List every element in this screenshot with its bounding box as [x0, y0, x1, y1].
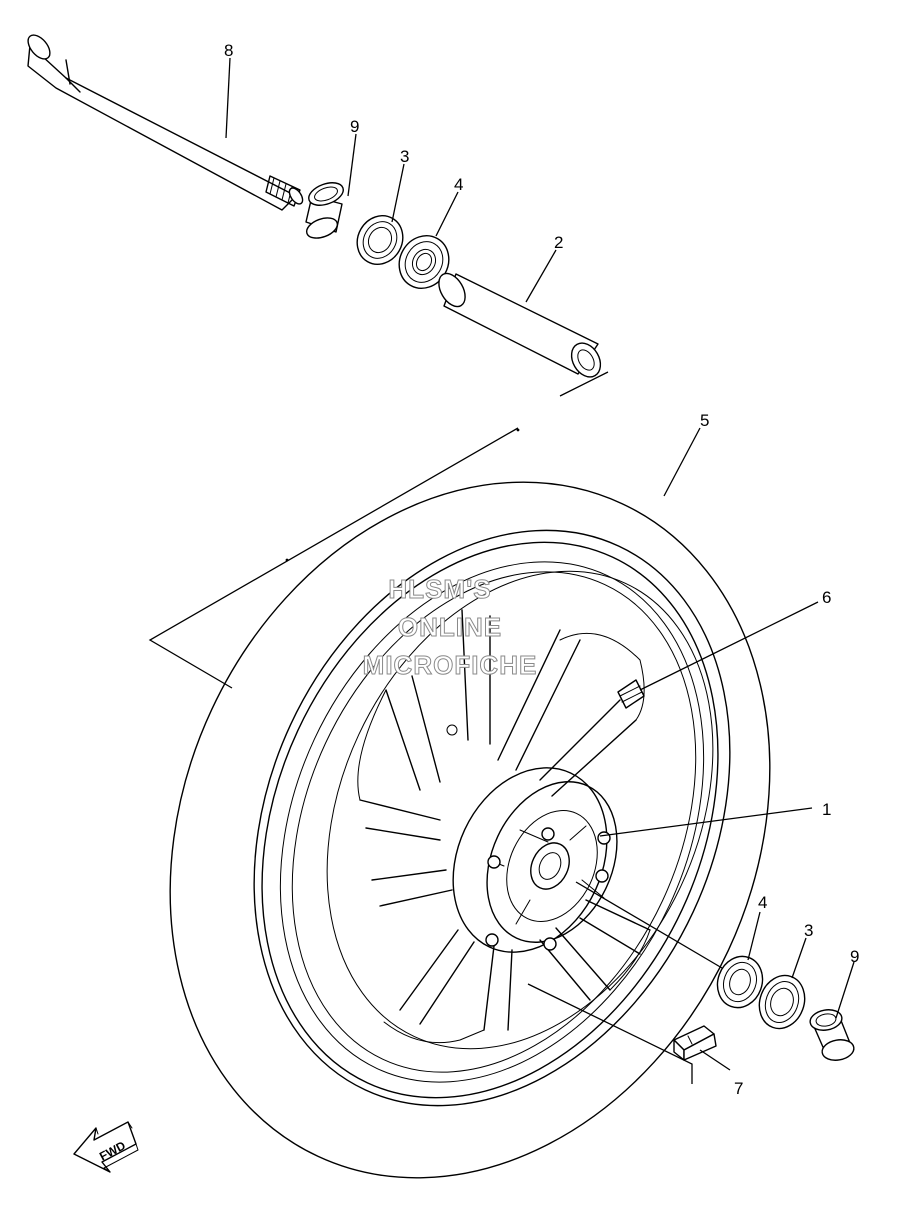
- callout-1: 1: [822, 800, 831, 819]
- tire-valve-part-6[interactable]: [617, 679, 645, 709]
- balance-weight-part-7[interactable]: [673, 1025, 717, 1061]
- bracket-dot: [285, 558, 289, 562]
- collar-part-9-bottom[interactable]: [809, 1007, 856, 1062]
- watermark-line-1: HLSM'S: [388, 574, 491, 604]
- callout-3-top: 3: [400, 147, 409, 166]
- callout-5: 5: [700, 411, 709, 430]
- forward-arrow-icon: FWD: [73, 1121, 139, 1173]
- front-axle-part-8[interactable]: [24, 31, 305, 211]
- watermark-line-3: MICROFICHE: [363, 650, 538, 680]
- spacer-part-2[interactable]: [433, 269, 606, 382]
- oil-seal-part-3-top[interactable]: [348, 207, 411, 272]
- bracket-dot: [516, 428, 520, 432]
- watermark-line-2: ONLINE: [398, 612, 502, 642]
- wheel-spokes: [357, 609, 651, 1044]
- callout-9-top: 9: [350, 117, 359, 136]
- collar-part-9-top[interactable]: [304, 178, 346, 241]
- callout-6: 6: [822, 588, 831, 607]
- callout-7: 7: [734, 1079, 743, 1098]
- callout-3-bottom: 3: [804, 921, 813, 940]
- bearing-part-4-top[interactable]: [390, 227, 459, 298]
- callout-4-bottom: 4: [758, 893, 767, 912]
- callout-4-top: 4: [454, 175, 463, 194]
- callout-8: 8: [224, 41, 233, 60]
- watermark: HLSM'S ONLINE MICROFICHE: [362, 574, 538, 681]
- leader-lines: [225, 57, 855, 1084]
- callout-2: 2: [554, 233, 563, 252]
- wheel-assembly-part-5[interactable]: [60, 383, 881, 1220]
- assembly-bracket-line: [148, 371, 609, 689]
- callout-9-bottom: 9: [850, 947, 859, 966]
- oil-seal-part-3-bottom[interactable]: [752, 969, 812, 1035]
- wheel-hub-part-1[interactable]: [424, 743, 642, 978]
